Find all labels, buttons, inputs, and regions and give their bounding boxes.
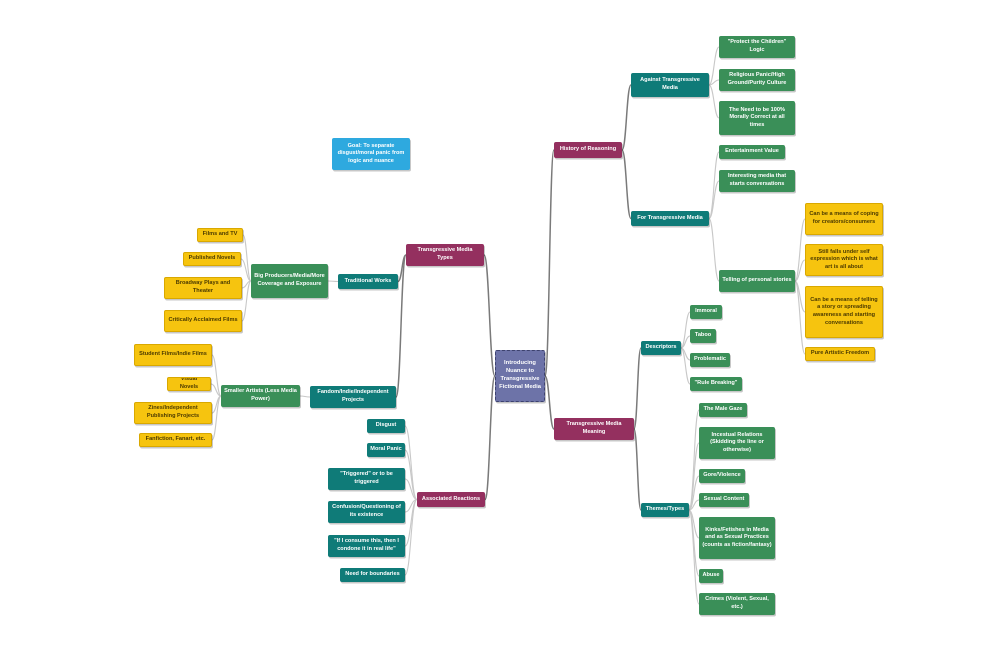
connector-branch-transgressive-media-meaning-to-sub-themes-types (633, 428, 642, 511)
leaf-morally-correct[interactable]: The Need to be 100% Morally Correct at a… (719, 101, 795, 135)
connector-group-big-producers-to-leaf-critically-acclaimed-films (241, 280, 252, 322)
connector-branch-transgressive-media-types-to-sub-fandom-indie-projects (395, 254, 407, 398)
connector-sub-themes-types-to-leaf-gore-violence (688, 475, 700, 511)
sub-fandom-indie-projects[interactable]: Fandom/Indie/Independent Projects (310, 386, 396, 408)
leaf-male-gaze[interactable]: The Male Gaze (699, 403, 747, 417)
connector-leaf-telling-personal-stories-to-leaf-self-expression (794, 259, 806, 282)
connector-sub-descriptors-to-leaf-taboo (680, 335, 691, 349)
connector-group-smaller-artists-to-leaf-visual-novels (210, 383, 222, 397)
leaf-visual-novels[interactable]: Visual Novels (167, 377, 211, 391)
connector-branch-associated-reactions-to-leaf-need-for-boundaries (404, 498, 418, 576)
connector-sub-against-transgressive-media-to-leaf-religious-panic (708, 79, 720, 86)
group-big-producers[interactable]: Big Producers/Media/More Coverage and Ex… (251, 264, 328, 298)
connector-root-topic-to-branch-transgressive-media-meaning (544, 375, 555, 430)
goal-note[interactable]: Goal: To separate disgust/moral panic fr… (332, 138, 410, 170)
sub-descriptors[interactable]: Descriptors (641, 341, 681, 355)
leaf-fanfiction-fanart[interactable]: Fanfiction, Fanart, etc. (139, 433, 212, 447)
connector-group-big-producers-to-leaf-films-and-tv (242, 234, 252, 282)
connector-sub-descriptors-to-leaf-immoral (680, 311, 691, 349)
branch-transgressive-media-meaning[interactable]: Transgressive Media Meaning (554, 418, 634, 440)
connector-sub-against-transgressive-media-to-leaf-protect-the-children (708, 46, 720, 86)
sub-for-transgressive-media[interactable]: For Transgressive Media (631, 211, 709, 226)
leaf-abuse[interactable]: Abuse (699, 569, 723, 583)
connector-root-topic-to-branch-associated-reactions (484, 375, 496, 501)
leaf-self-expression[interactable]: Still falls under self expression which … (805, 244, 883, 276)
leaf-zines[interactable]: Zines/Independent Publishing Projects (134, 402, 212, 424)
leaf-student-films[interactable]: Student Films/Indie Films (134, 344, 212, 366)
connector-branch-transgressive-media-meaning-to-sub-descriptors (633, 347, 642, 430)
leaf-critically-acclaimed-films[interactable]: Critically Acclaimed Films (164, 310, 242, 332)
leaf-need-for-boundaries[interactable]: Need for boundaries (340, 568, 405, 582)
connector-branch-history-of-reasoning-to-sub-against-transgressive-media (621, 84, 632, 151)
connector-sub-fandom-indie-projects-to-group-smaller-artists (299, 395, 311, 398)
connector-sub-descriptors-to-leaf-rule-breaking (680, 347, 691, 385)
connector-branch-history-of-reasoning-to-sub-for-transgressive-media (621, 149, 632, 220)
sub-themes-types[interactable]: Themes/Types (641, 503, 689, 517)
leaf-condone[interactable]: "If I consume this, then I condone it in… (328, 535, 405, 557)
leaf-pure-artistic-freedom[interactable]: Pure Artistic Freedom (805, 347, 875, 361)
leaf-broadway-plays[interactable]: Broadway Plays and Theater (164, 277, 242, 299)
connector-sub-traditional-works-to-group-big-producers (327, 280, 339, 283)
leaf-telling-a-story[interactable]: Can be a means of telling a story or spr… (805, 286, 883, 338)
connector-sub-for-transgressive-media-to-leaf-entertainment-value (708, 151, 720, 220)
leaf-immoral[interactable]: Immoral (690, 305, 722, 319)
branch-transgressive-media-types[interactable]: Transgressive Media Types (406, 244, 484, 266)
connector-group-smaller-artists-to-leaf-fanfiction-fanart (211, 395, 222, 441)
leaf-incestual-relations[interactable]: Incestual Relations (Skidding the line o… (699, 427, 775, 459)
leaf-kinks-fetishes[interactable]: Kinks/Fetishes in Media and as Sexual Pr… (699, 517, 775, 559)
connector-group-big-producers-to-leaf-published-novels (240, 258, 252, 282)
connector-sub-against-transgressive-media-to-leaf-morally-correct (708, 84, 720, 119)
leaf-gore-violence[interactable]: Gore/Violence (699, 469, 745, 483)
sub-traditional-works[interactable]: Traditional Works (338, 274, 398, 289)
leaf-telling-personal-stories[interactable]: Telling of personal stories (719, 270, 795, 292)
sub-against-transgressive-media[interactable]: Against Transgressive Media (631, 73, 709, 97)
leaf-films-and-tv[interactable]: Films and TV (197, 228, 243, 242)
leaf-moral-panic[interactable]: Moral Panic (367, 443, 405, 457)
connector-branch-associated-reactions-to-leaf-moral-panic (404, 449, 418, 501)
connector-root-topic-to-branch-history-of-reasoning (544, 149, 555, 377)
connector-group-smaller-artists-to-leaf-student-films (211, 354, 222, 397)
leaf-religious-panic[interactable]: Religious Panic/High Ground/Purity Cultu… (719, 69, 795, 91)
leaf-taboo[interactable]: Taboo (690, 329, 716, 343)
leaf-rule-breaking[interactable]: "Rule Breaking" (690, 377, 742, 391)
group-smaller-artists[interactable]: Smaller Artists (Less Media Power) (221, 385, 300, 407)
connector-branch-associated-reactions-to-leaf-triggered (404, 478, 418, 501)
branch-history-of-reasoning[interactable]: History of Reasoning (554, 142, 622, 158)
leaf-disgust[interactable]: Disgust (367, 419, 405, 433)
leaf-means-of-coping[interactable]: Can be a means of coping for creators/co… (805, 203, 883, 235)
connector-root-topic-to-branch-transgressive-media-types (483, 254, 496, 377)
leaf-published-novels[interactable]: Published Novels (183, 252, 241, 266)
connector-leaf-telling-personal-stories-to-leaf-means-of-coping (794, 218, 806, 282)
connector-sub-for-transgressive-media-to-leaf-interesting-media (708, 180, 720, 220)
leaf-confusion[interactable]: Confusion/Questioning of its existence (328, 501, 405, 523)
leaf-triggered[interactable]: "Triggered" or to be triggered (328, 468, 405, 490)
branch-associated-reactions[interactable]: Associated Reactions (417, 492, 485, 507)
leaf-problematic[interactable]: Problematic (690, 353, 730, 367)
leaf-crimes[interactable]: Crimes (Violent, Sexual, etc.) (699, 593, 775, 615)
leaf-interesting-media[interactable]: Interesting media that starts conversati… (719, 170, 795, 192)
connector-sub-themes-types-to-leaf-sexual-content (688, 499, 700, 511)
leaf-entertainment-value[interactable]: Entertainment Value (719, 145, 785, 159)
root-topic[interactable]: Introducing Nuance to Transgressive Fict… (495, 350, 545, 402)
connector-leaf-telling-personal-stories-to-leaf-pure-artistic-freedom (794, 280, 806, 355)
leaf-sexual-content[interactable]: Sexual Content (699, 493, 749, 507)
connector-sub-for-transgressive-media-to-leaf-telling-personal-stories (708, 217, 720, 282)
connector-sub-themes-types-to-leaf-crimes (688, 509, 700, 605)
leaf-protect-the-children[interactable]: "Protect the Children" Logic (719, 36, 795, 58)
